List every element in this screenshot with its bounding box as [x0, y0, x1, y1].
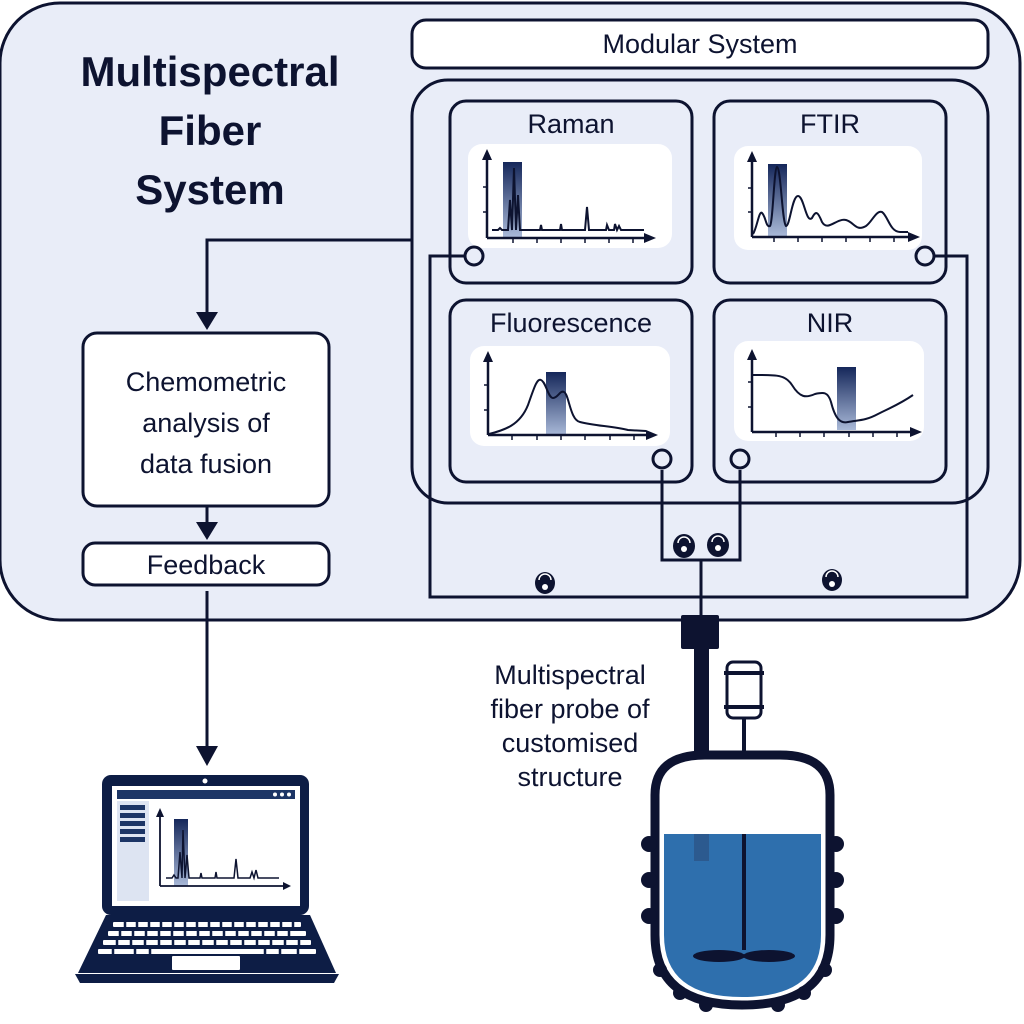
fiber-connector-icon [822, 569, 842, 591]
fiber-connector-icon [673, 534, 695, 558]
module-label-nir: NIR [806, 308, 854, 338]
nir-highlight-band [837, 367, 856, 430]
bioreactor-vessel-icon [641, 750, 844, 1012]
raman-y-arrow [482, 149, 492, 160]
nir-port[interactable] [729, 448, 751, 470]
ftir-highlight-band [768, 164, 787, 236]
fluorescence-spectrum-line [488, 378, 647, 435]
module-label-ftir: FTIR [800, 109, 860, 139]
nir-y-ticks [748, 381, 752, 408]
laptop-icon [75, 775, 339, 983]
fluorescence-y-ticks [484, 384, 488, 411]
modules-container [410, 78, 990, 505]
modular-system-header [410, 18, 990, 70]
arrow-to-feedback [196, 522, 218, 540]
fluorescence-x-arrow [646, 430, 658, 440]
raman-x-arrow [644, 233, 656, 243]
ftir-port[interactable] [914, 245, 936, 267]
raman-to-analysis-line [205, 238, 412, 318]
diagram-title: Multispectral Fiber System [80, 48, 340, 213]
modular-system-label: Modular System [602, 29, 798, 59]
nir-x-arrow [910, 427, 922, 437]
analysis-box-label: Chemometric analysis of data fusion [125, 367, 287, 479]
fiber-connector-icon [707, 533, 729, 557]
nir-spectrum-icon [747, 349, 922, 437]
module-label-raman: Raman [527, 109, 615, 139]
ftir-spectrum-icon [747, 151, 920, 242]
raman-fiber [428, 254, 969, 599]
arrow-to-laptop [196, 746, 218, 766]
raman-spectrum-line [492, 167, 644, 233]
ftir-chart-bg [734, 146, 922, 250]
raman-x-ticks [512, 238, 634, 243]
ftir-y-arrow [747, 151, 757, 162]
ftir-y-ticks [748, 187, 752, 213]
feedback-box[interactable] [81, 541, 331, 587]
fiber-connector-icon [535, 572, 555, 594]
raman-chart-bg [468, 144, 672, 248]
fluorescence-x-ticks [511, 435, 635, 440]
nir-y-arrow [747, 349, 757, 360]
fluorescence-chart-bg [470, 346, 670, 446]
ftir-spectrum-line [752, 165, 908, 235]
fluorescence-spectrum-icon [483, 351, 658, 440]
fluorescence-y-arrow [483, 351, 493, 362]
nir-chart-bg [734, 341, 924, 441]
fluorescence-highlight-band [546, 372, 566, 435]
feedback-box-label: Feedback [146, 550, 266, 580]
nir-spectrum-line [752, 373, 914, 424]
module-label-fluorescence: Fluorescence [489, 308, 653, 338]
nir-x-ticks [775, 432, 898, 437]
arrow-to-analysis [196, 312, 218, 330]
raman-spectrum-icon [482, 149, 656, 243]
probe-label: Multispectral fiber probe of customised … [490, 660, 650, 792]
raman-port[interactable] [463, 245, 485, 267]
fluorescence-port[interactable] [651, 448, 673, 470]
ftir-x-arrow [908, 232, 920, 242]
ftir-x-ticks [773, 237, 895, 242]
probe-head-connector [681, 615, 719, 649]
raman-y-ticks [483, 186, 487, 213]
